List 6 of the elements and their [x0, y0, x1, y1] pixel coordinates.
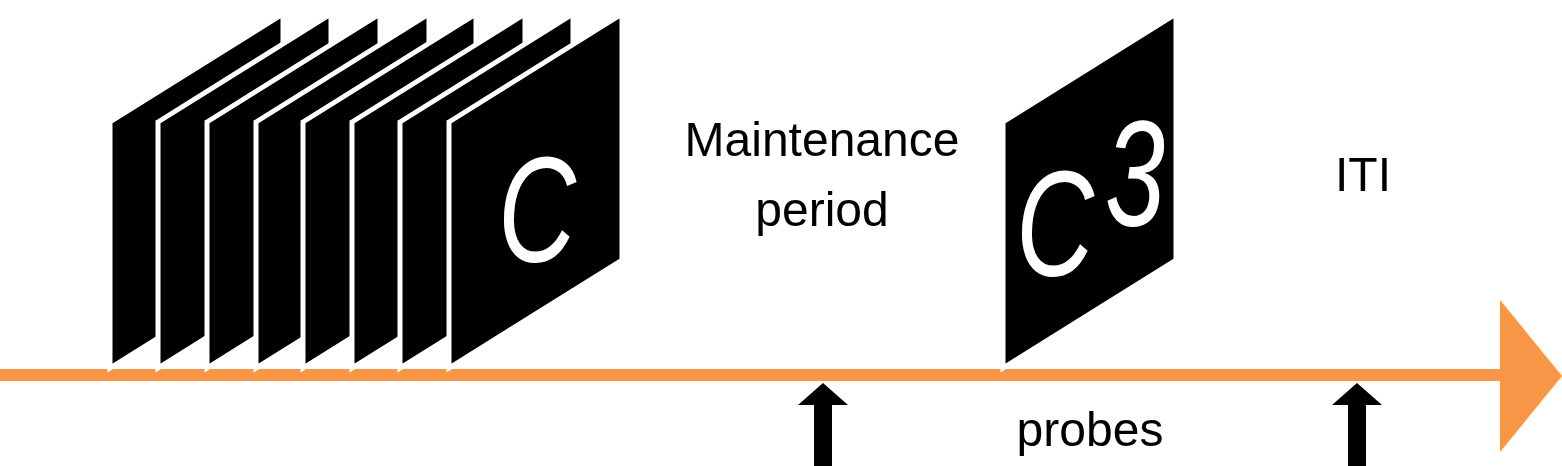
- stimulus-character: 3: [1104, 99, 1166, 249]
- stimulus-character: C: [498, 135, 576, 285]
- stimulus-character: C: [1016, 149, 1094, 299]
- phase-label: ITI: [1334, 147, 1392, 203]
- phase-label: Maintenance period: [683, 112, 961, 238]
- probe-label: probes: [1015, 402, 1165, 458]
